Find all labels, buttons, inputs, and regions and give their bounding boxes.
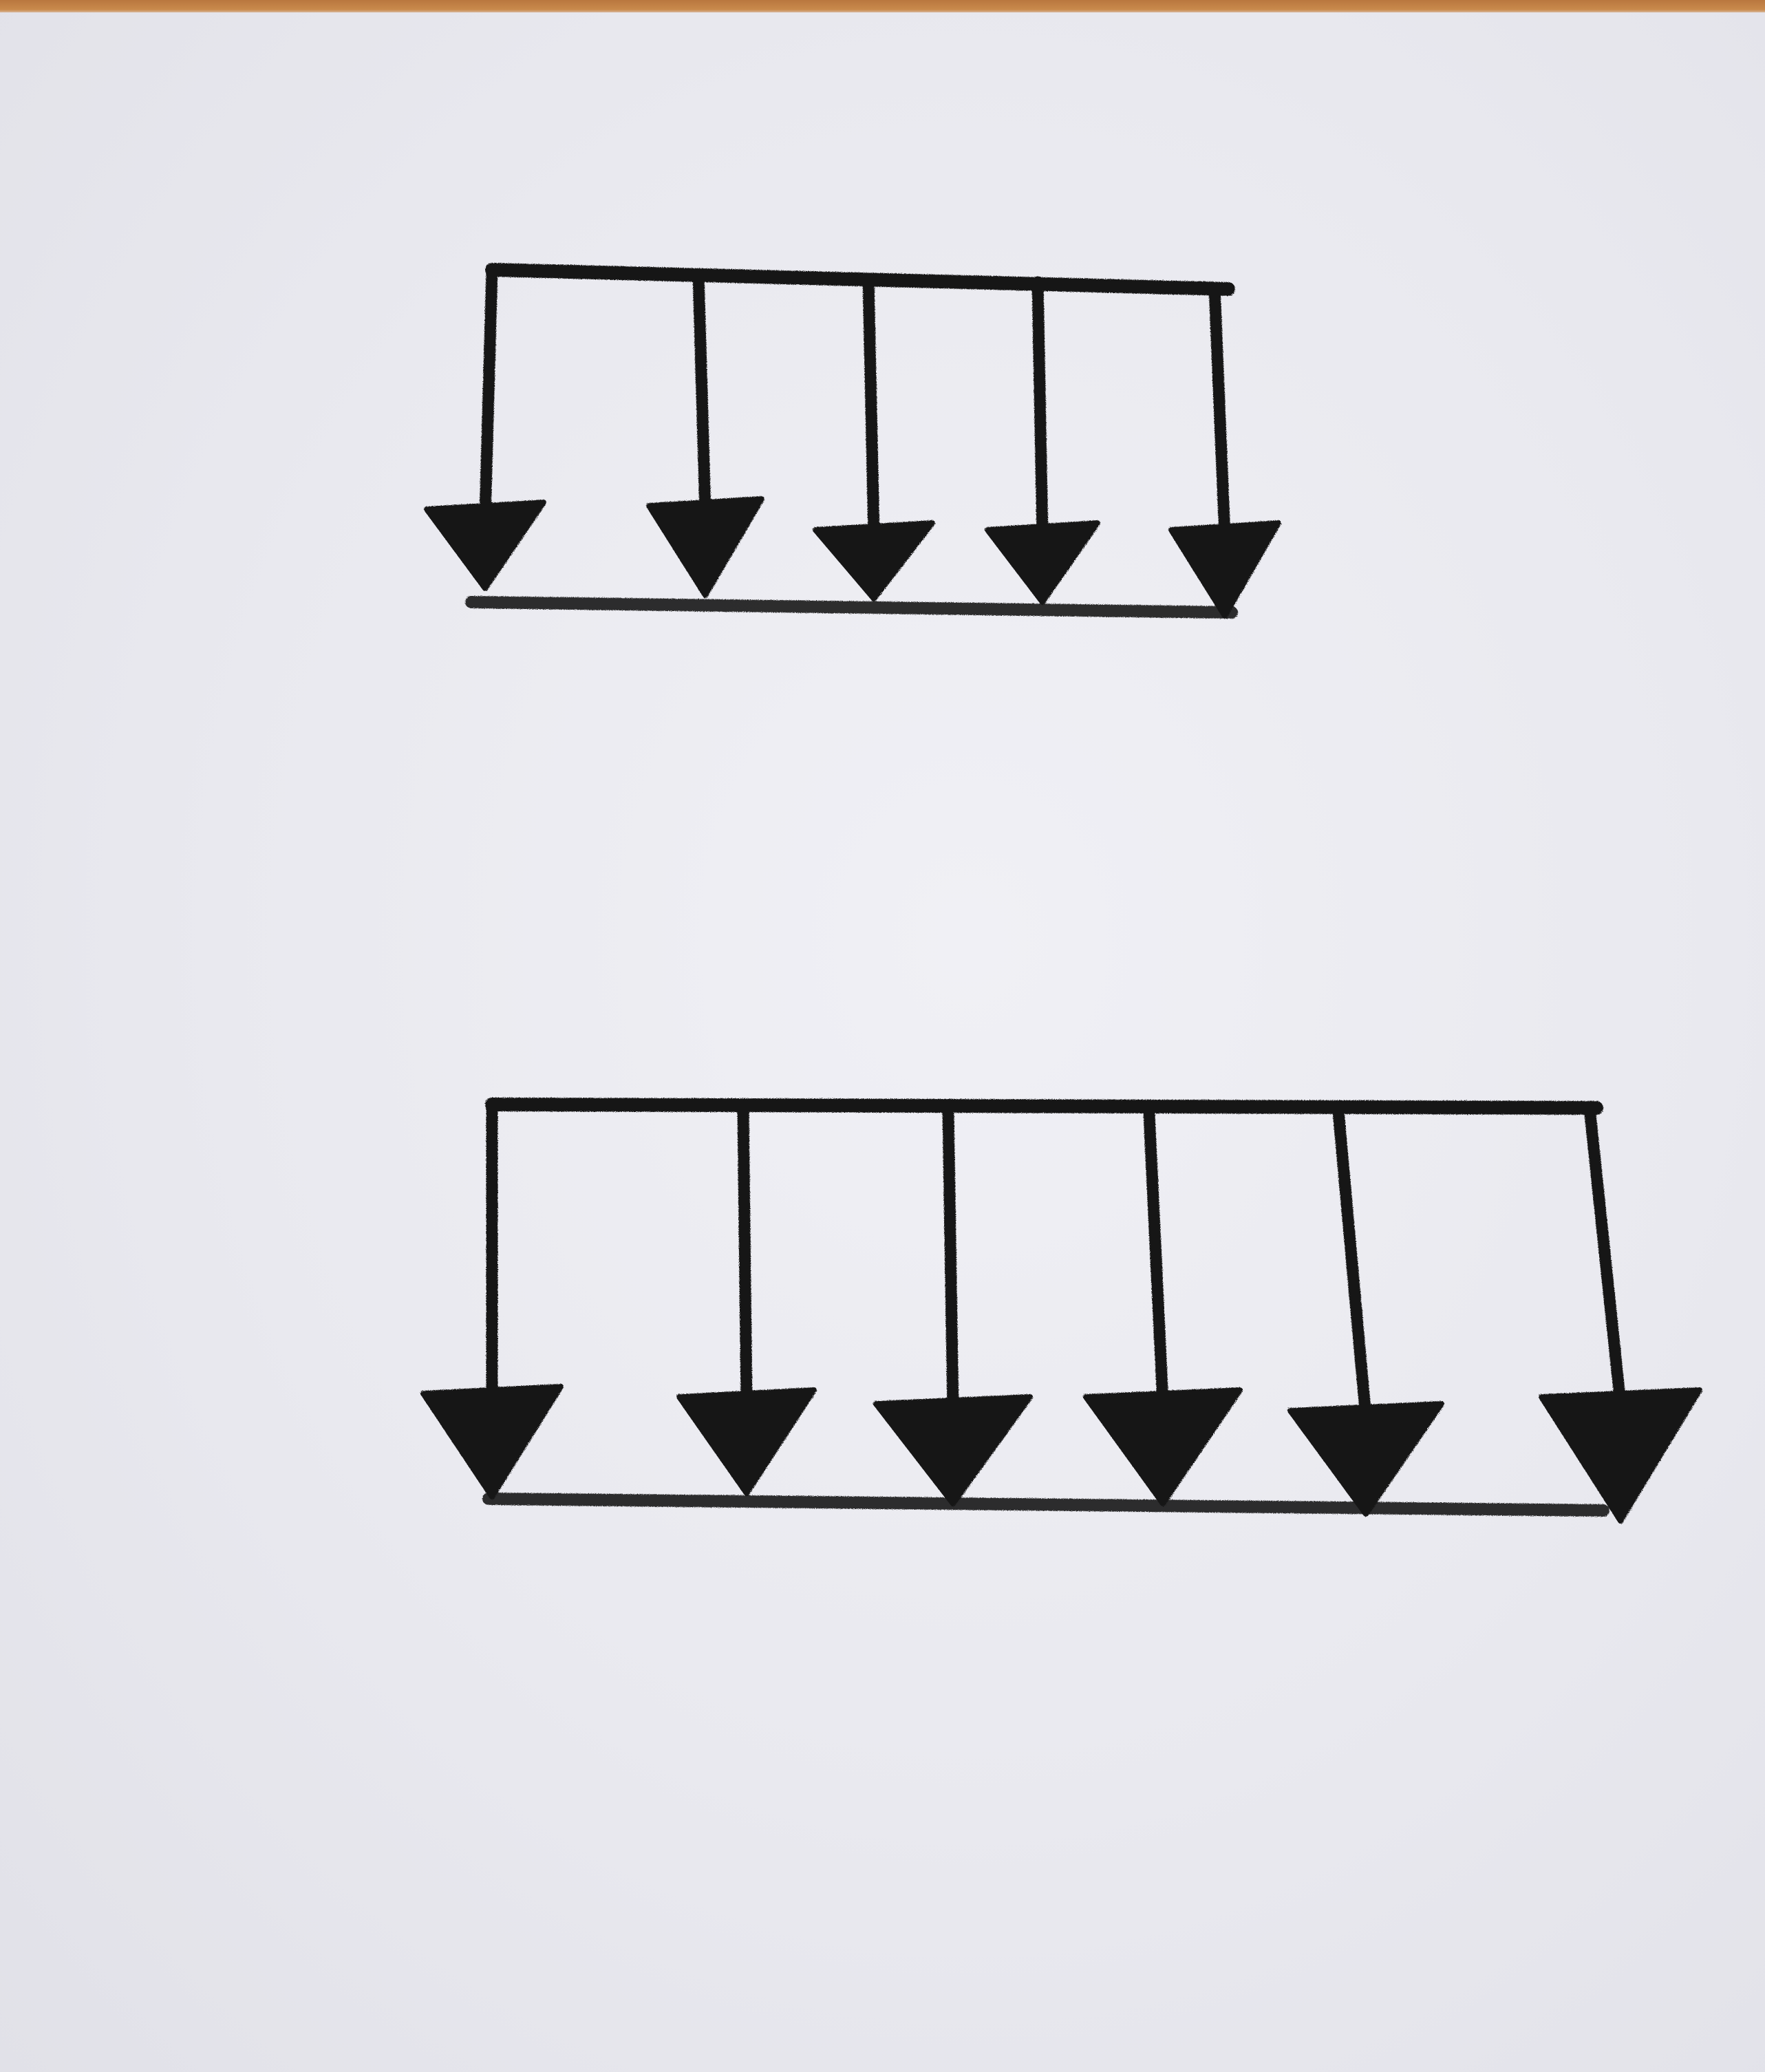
arrow-shaft xyxy=(1143,1107,1169,1410)
arrow-head-icon xyxy=(1083,1387,1243,1506)
arrow-shaft xyxy=(1583,1102,1627,1410)
load-group-1 xyxy=(424,263,1281,619)
arrow-head-icon xyxy=(424,500,546,591)
arrow-shaft xyxy=(692,269,712,519)
baseline xyxy=(482,1493,1609,1517)
top-bar xyxy=(485,1098,1603,1115)
arrow-shaft xyxy=(1031,276,1049,543)
arrow-head-icon xyxy=(873,1394,1033,1506)
arrow-head-icon xyxy=(813,520,935,601)
arrow-head-icon xyxy=(676,1387,817,1496)
arrow-head-icon xyxy=(985,520,1100,605)
arrow-shaft xyxy=(737,1103,753,1410)
arrow-shaft xyxy=(479,264,498,522)
arrow-shaft xyxy=(1332,1105,1372,1424)
arrow-head-icon xyxy=(420,1384,564,1499)
arrow-head-icon xyxy=(1168,520,1281,619)
load-group-2 xyxy=(420,1098,1702,1524)
arrow-shaft xyxy=(862,273,880,543)
arrow-head-icon xyxy=(646,496,764,598)
arrow-shaft xyxy=(1208,281,1231,543)
paper-sheet xyxy=(0,12,1765,2072)
arrow-head-icon xyxy=(1287,1401,1444,1517)
arrow-head-icon xyxy=(1539,1387,1702,1524)
baseline xyxy=(465,596,1238,619)
top-bar xyxy=(485,263,1235,296)
arrow-shaft xyxy=(942,1105,959,1417)
